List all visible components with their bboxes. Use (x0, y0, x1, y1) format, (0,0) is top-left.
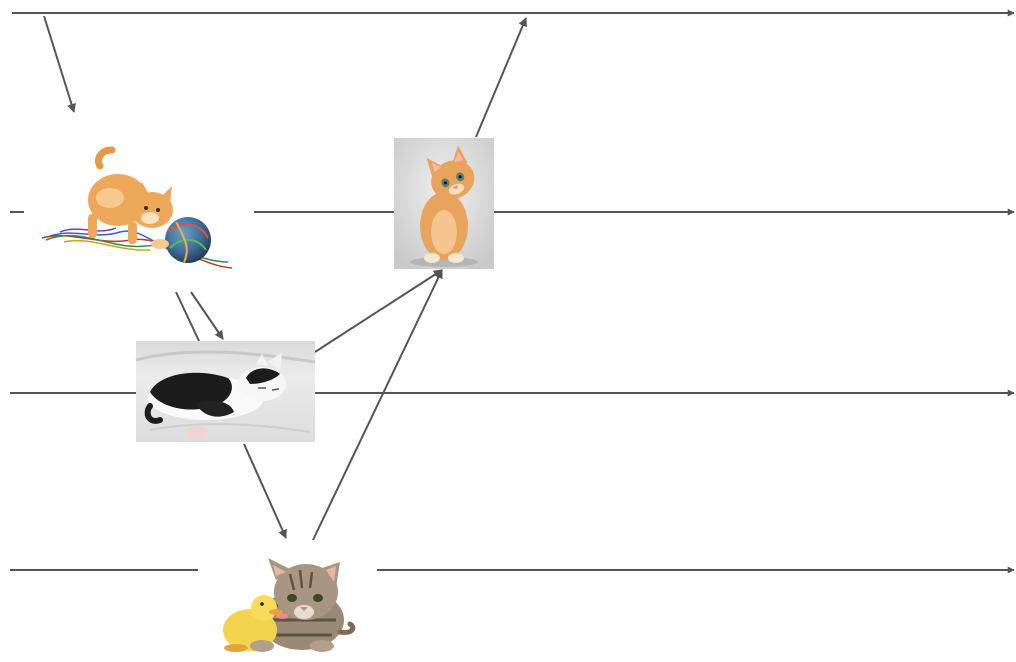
connector-kitten-yarn-to-kitten-sleep (175, 291, 200, 342)
tabby-kitten-with-duckling-image[interactable] (198, 544, 377, 662)
arrow-kitten-yarn-to-kitten-sleep (190, 291, 224, 340)
arrow-kitten-sleep-to-kitten-tilt (314, 269, 443, 353)
transitions (43, 15, 528, 541)
arrow-lane1-to-kitten-yarn (43, 15, 76, 113)
arrow-kitten-tilt-to-lane1 (475, 17, 528, 138)
lanes (10, 9, 1015, 574)
black-white-kitten-sleeping-image[interactable] (135, 341, 316, 442)
orange-kitten-with-yarn-ball-image[interactable] (24, 128, 254, 278)
arrow-kitten-sleep-to-kitten-duckling (243, 443, 287, 539)
arrow-kitten-duckling-to-kitten-tilt (312, 269, 443, 541)
orange-kitten-head-tilt-image[interactable] (394, 138, 494, 269)
